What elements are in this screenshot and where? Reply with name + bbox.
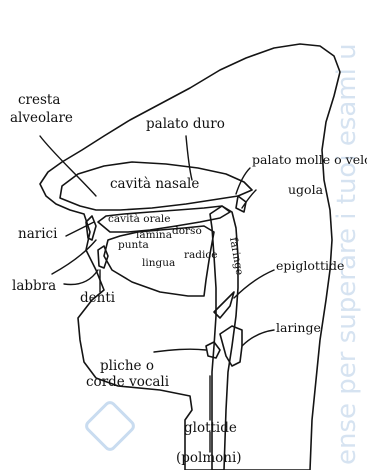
label-punta: punta	[118, 239, 149, 251]
upper-teeth	[86, 216, 96, 240]
label-lingua: lingua	[142, 257, 175, 269]
label-narici: narici	[18, 226, 58, 242]
lower-teeth	[98, 246, 108, 268]
label-glottide: glottide	[184, 420, 237, 436]
epiglottis	[214, 292, 234, 318]
label-cresta-line1: cresta	[18, 92, 60, 108]
label-pliche-line1: pliche o	[100, 358, 154, 374]
label-ugola: ugola	[288, 182, 324, 197]
label-laringe: laringe	[276, 320, 321, 335]
label-faringe: faringe	[227, 236, 245, 276]
label-radice: radice	[184, 249, 217, 261]
label-cavita-nasale: cavità nasale	[110, 176, 199, 192]
larynx	[220, 326, 242, 366]
watermark-logo	[85, 401, 136, 452]
label-pliche-line2: corde vocali	[86, 374, 170, 390]
label-palato-molle: palato molle o velo	[252, 152, 367, 167]
label-cresta-line2: alveolare	[10, 110, 73, 126]
label-palato-duro: palato duro	[146, 116, 225, 132]
label-denti: denti	[80, 290, 116, 306]
label-labbra: labbra	[12, 278, 56, 294]
label-epiglottide: epiglottide	[276, 258, 344, 273]
label-cavita-orale: cavità orale	[108, 213, 170, 225]
watermark: ense per superare i tuoi esami u	[85, 43, 362, 465]
label-dorso: dorso	[172, 225, 202, 237]
watermark-text: ense per superare i tuoi esami u	[332, 43, 362, 465]
label-polmoni: (polmoni)	[176, 450, 242, 466]
